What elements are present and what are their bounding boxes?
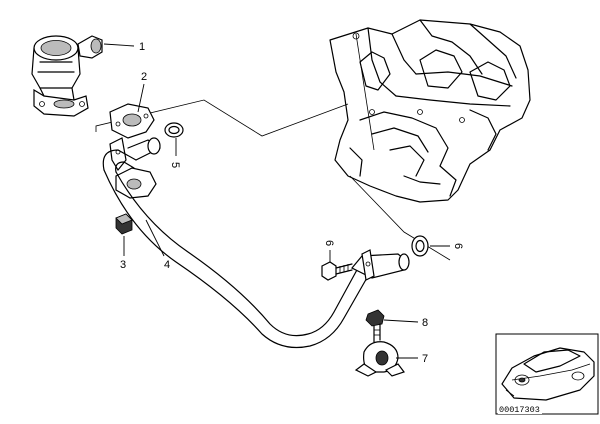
clamp-part bbox=[354, 341, 405, 377]
callout-5: 5 bbox=[169, 162, 181, 168]
callout-7: 7 bbox=[422, 353, 428, 365]
callout-6-left: 6 bbox=[323, 240, 335, 246]
nut-part bbox=[115, 213, 133, 235]
engine-block bbox=[329, 19, 531, 203]
leader-lines bbox=[103, 43, 450, 359]
pipe-part bbox=[102, 137, 410, 349]
o-ring-right-part bbox=[411, 235, 429, 257]
callout-1: 1 bbox=[139, 41, 145, 53]
valve-housing-part bbox=[31, 35, 103, 117]
vehicle-inset: 00017303 bbox=[495, 333, 599, 415]
callout-2: 2 bbox=[141, 71, 147, 83]
bolt-part bbox=[321, 261, 353, 281]
callout-3: 3 bbox=[120, 259, 126, 271]
callout-8: 8 bbox=[422, 317, 428, 329]
diagram-id: 00017303 bbox=[499, 405, 540, 415]
screw-part bbox=[365, 309, 385, 343]
callout-6-right: 6 bbox=[452, 243, 464, 249]
callout-labels: 1 2 5 3 4 6 6 8 7 bbox=[120, 41, 464, 365]
o-ring-part bbox=[164, 122, 184, 138]
gasket-plate-part bbox=[109, 103, 155, 139]
callout-4: 4 bbox=[164, 259, 170, 271]
car-outline-icon bbox=[501, 347, 595, 401]
assembly-lines bbox=[95, 99, 451, 261]
inset-frame bbox=[495, 333, 599, 415]
